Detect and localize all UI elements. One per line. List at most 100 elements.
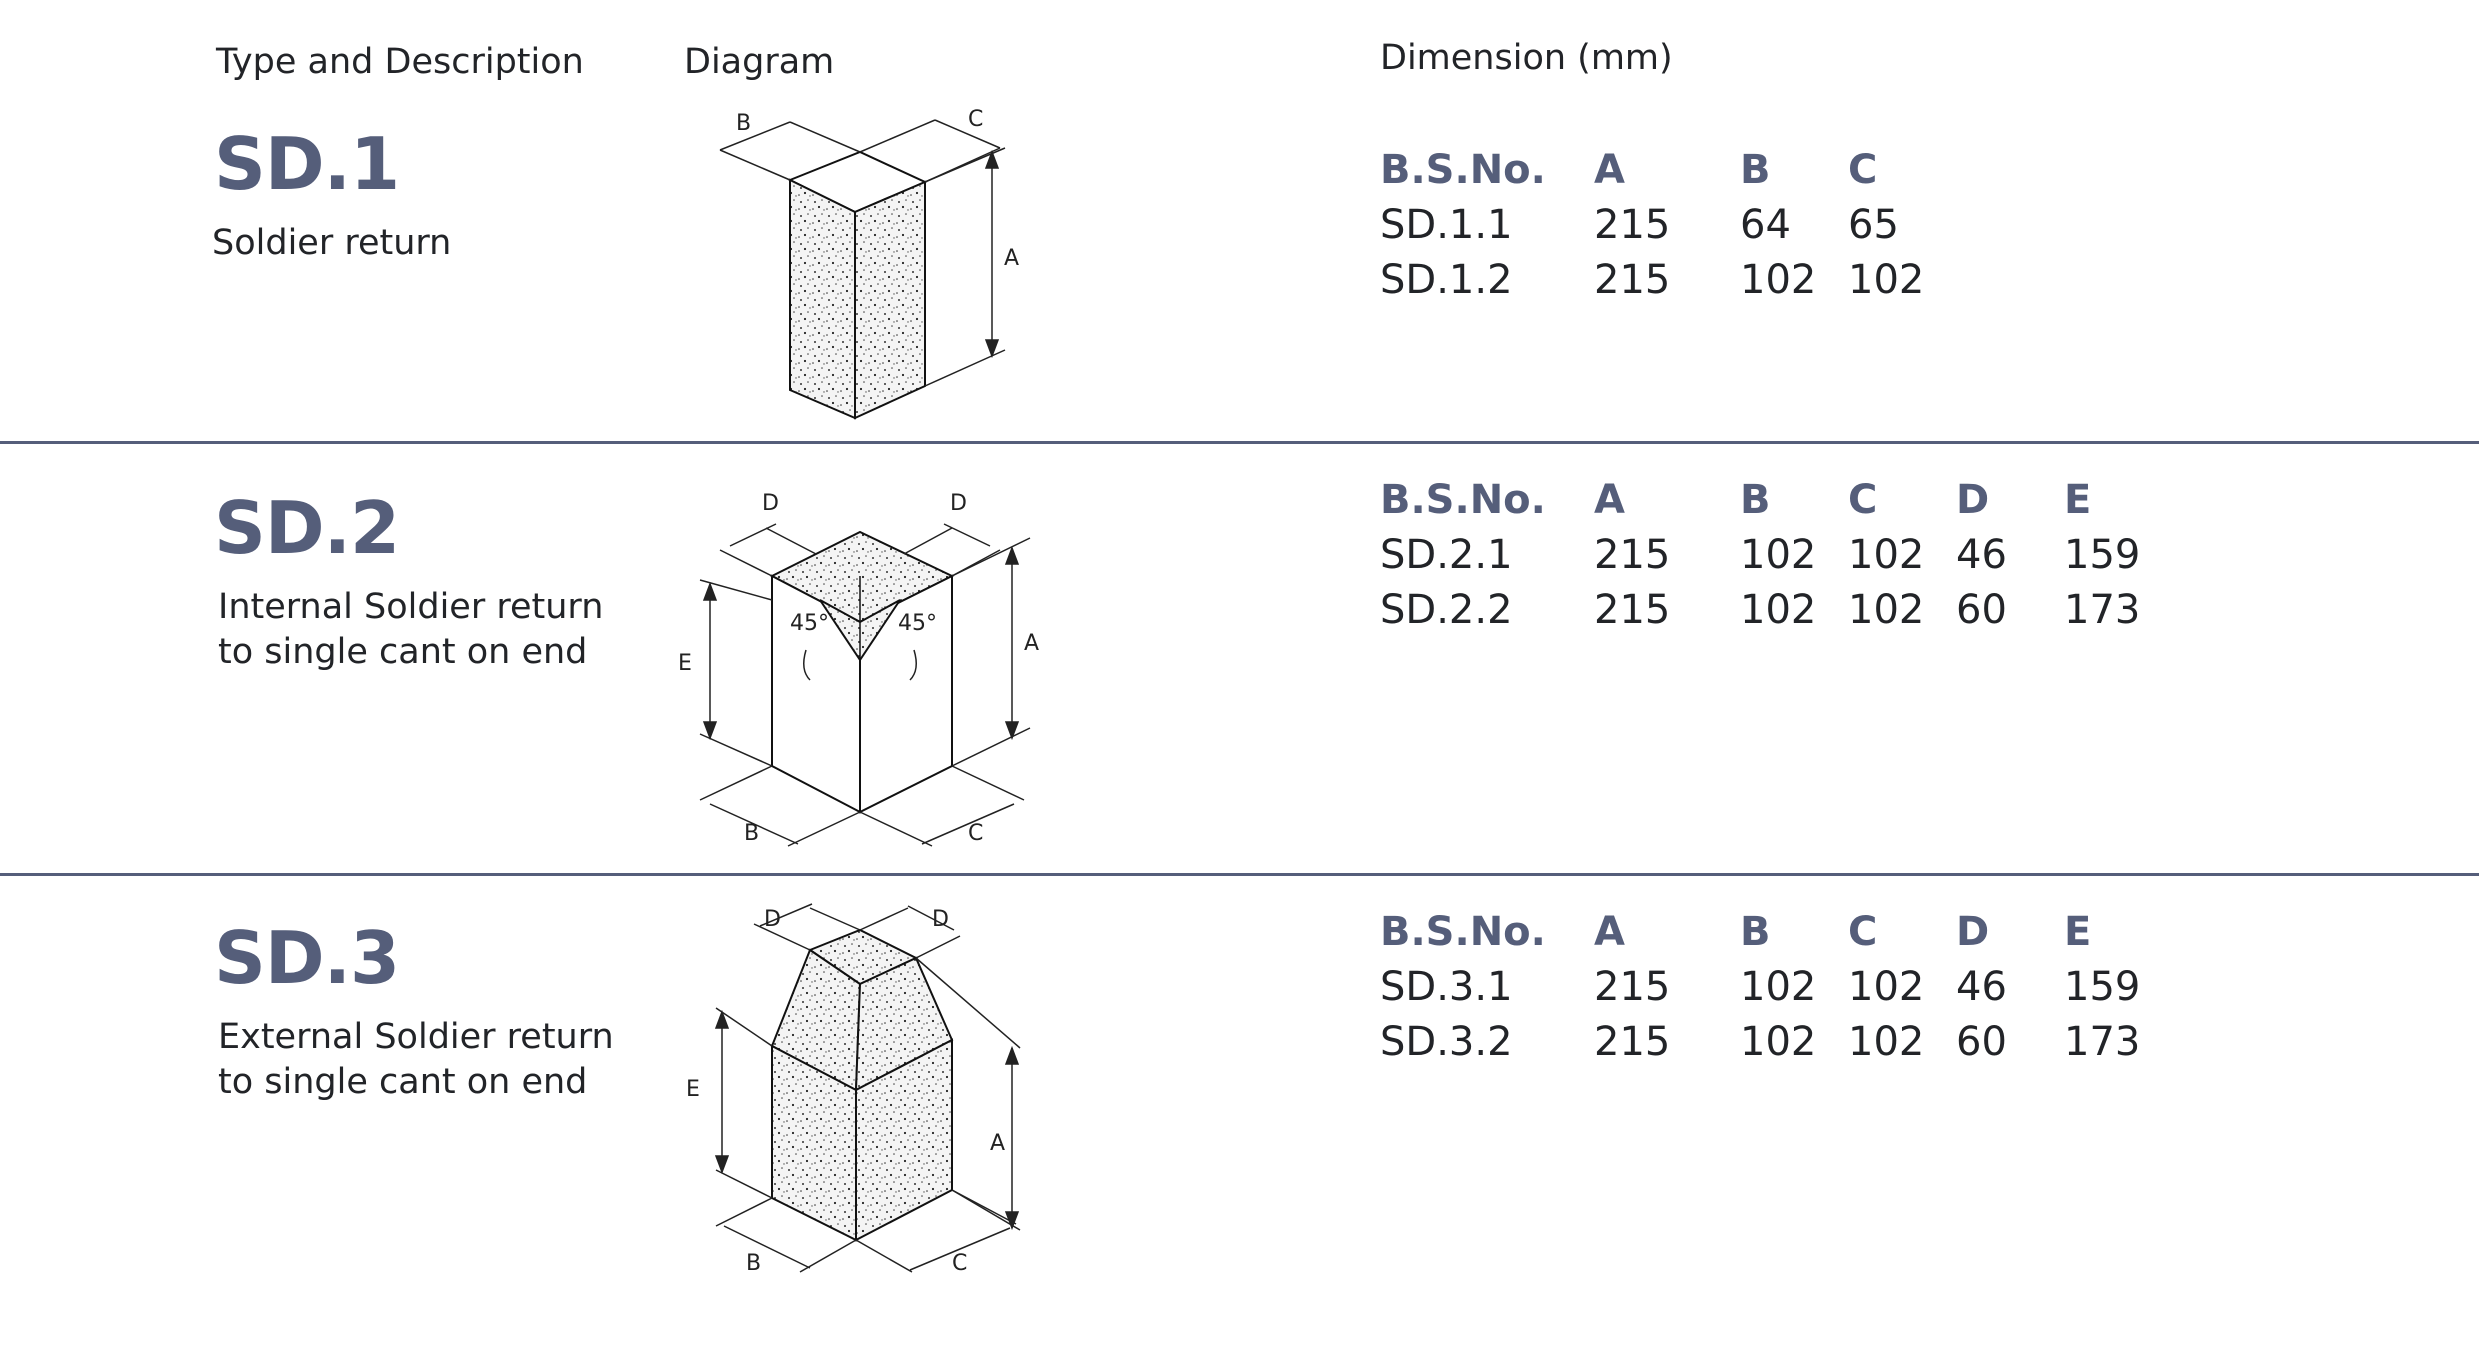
table-header-row: B.S.No. A B C (1380, 143, 2180, 198)
table-header-row: B.S.No. A B C D E (1380, 905, 2280, 960)
table-row: SD.1.2 215 102 102 (1380, 253, 2180, 308)
table-cell: 64 (1740, 202, 1791, 248)
table-cell: 46 (1956, 964, 2007, 1010)
dim-label-b: B (744, 821, 759, 846)
column-header: B.S.No. (1380, 147, 1546, 193)
table-cell: 60 (1956, 587, 2007, 633)
angle-label-right: 45° (898, 611, 937, 636)
type-description-header: Type and Description (216, 42, 584, 82)
section-1-description: Soldier return (212, 221, 451, 266)
column-header: B.S.No. (1380, 909, 1546, 955)
table-cell: 215 (1594, 532, 1671, 578)
dim-label-b: B (746, 1251, 761, 1276)
table-cell: 65 (1848, 202, 1899, 248)
table-cell: 102 (1848, 532, 1925, 578)
section-1-description-line-1: Soldier return (212, 223, 452, 263)
section-divider (0, 441, 2479, 444)
dim-label-c: C (968, 107, 983, 132)
soldier-return-brick-shape (787, 150, 928, 420)
diagram-header: Diagram (684, 42, 835, 82)
dim-label-d: D (762, 491, 779, 516)
table-cell: 159 (2064, 964, 2141, 1010)
section-1-dimension-table: B.S.No. A B C SD.1.1 215 64 65 SD.1.2 21… (1380, 143, 2180, 308)
section-3-description: External Soldier return to single cant o… (218, 1015, 614, 1105)
table-cell: 173 (2064, 1019, 2141, 1065)
table-cell: 215 (1594, 587, 1671, 633)
angle-label-left: 45° (790, 611, 829, 636)
table-cell: 215 (1594, 964, 1671, 1010)
internal-soldier-return-brick-shape (769, 530, 955, 814)
column-header: D (1956, 909, 1990, 955)
section-1-diagram: B C A (700, 100, 1030, 430)
table-cell: 102 (1848, 964, 1925, 1010)
table-cell: 60 (1956, 1019, 2007, 1065)
table-cell: SD.2.1 (1380, 532, 1513, 578)
column-header: A (1594, 477, 1625, 523)
table-cell: 102 (1848, 257, 1925, 303)
table-cell: 102 (1740, 964, 1817, 1010)
section-2-description-line-1: Internal Soldier return (218, 587, 604, 627)
dim-label-a: A (1004, 246, 1019, 271)
dim-label-c: C (968, 821, 983, 846)
table-cell: SD.1.2 (1380, 257, 1513, 303)
section-2-dimension-table: B.S.No. A B C D E SD.2.1 215 102 102 46 … (1380, 473, 2280, 638)
column-header: B.S.No. (1380, 477, 1546, 523)
table-cell: SD.1.1 (1380, 202, 1513, 248)
table-cell: 215 (1594, 1019, 1671, 1065)
dim-label-c: C (952, 1251, 967, 1276)
section-2-description-line-2: to single cant on end (218, 632, 588, 672)
dim-label-a: A (990, 1131, 1005, 1156)
section-3-description-line-1: External Soldier return (218, 1017, 614, 1057)
section-3-diagram: D D A E B C (660, 900, 1060, 1290)
table-cell: 102 (1740, 257, 1817, 303)
table-header-row: B.S.No. A B C D E (1380, 473, 2280, 528)
table-cell: 102 (1848, 1019, 1925, 1065)
column-header: C (1848, 147, 1878, 193)
section-3-dimension-lines (714, 903, 1021, 1273)
table-cell: 102 (1740, 587, 1817, 633)
table-row: SD.2.1 215 102 102 46 159 (1380, 528, 2280, 583)
dim-label-e: E (686, 1077, 700, 1102)
column-header: B (1740, 147, 1771, 193)
section-2-code: SD.2 (214, 486, 400, 570)
section-divider (0, 873, 2479, 876)
column-header: E (2064, 477, 2092, 523)
table-cell: 102 (1848, 587, 1925, 633)
column-header: C (1848, 909, 1878, 955)
dimension-header: Dimension (mm) (1380, 38, 1673, 78)
column-header: A (1594, 147, 1625, 193)
section-1-code: SD.1 (214, 122, 400, 206)
section-2-diagram: D D A E B C 45° 45° (660, 470, 1060, 860)
dim-label-e: E (678, 651, 692, 676)
section-3-description-line-2: to single cant on end (218, 1062, 588, 1102)
column-header: D (1956, 477, 1990, 523)
section-2-description: Internal Soldier return to single cant o… (218, 585, 603, 675)
table-cell: 215 (1594, 257, 1671, 303)
table-row: SD.1.1 215 64 65 (1380, 198, 2180, 253)
column-header: E (2064, 909, 2092, 955)
section-3-code: SD.3 (214, 916, 400, 1000)
table-cell: SD.2.2 (1380, 587, 1513, 633)
table-cell: 46 (1956, 532, 2007, 578)
table-cell: 102 (1740, 532, 1817, 578)
section-1-dimension-lines (719, 119, 1006, 387)
table-row: SD.2.2 215 102 102 60 173 (1380, 583, 2280, 638)
dim-label-a: A (1024, 631, 1039, 656)
column-header: B (1740, 477, 1771, 523)
section-2-dimension-lines (699, 523, 1031, 847)
column-header: A (1594, 909, 1625, 955)
table-cell: 102 (1740, 1019, 1817, 1065)
table-cell: 215 (1594, 202, 1671, 248)
dim-label-d: D (764, 907, 781, 932)
column-header: C (1848, 477, 1878, 523)
table-cell: 159 (2064, 532, 2141, 578)
column-header: B (1740, 909, 1771, 955)
table-cell: SD.3.2 (1380, 1019, 1513, 1065)
table-row: SD.3.2 215 102 102 60 173 (1380, 1015, 2280, 1070)
external-soldier-return-brick-shape (770, 928, 954, 1242)
table-cell: SD.3.1 (1380, 964, 1513, 1010)
table-row: SD.3.1 215 102 102 46 159 (1380, 960, 2280, 1015)
dim-label-d: D (932, 907, 949, 932)
dim-label-b: B (736, 111, 751, 136)
table-cell: 173 (2064, 587, 2141, 633)
